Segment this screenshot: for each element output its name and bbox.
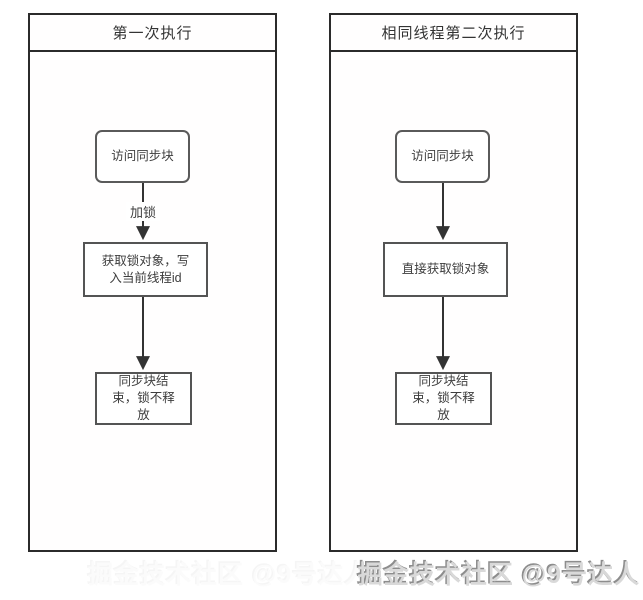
node-directly-get-lock: 直接获取锁对象 xyxy=(383,242,508,297)
node-text-line: 同步块结 xyxy=(118,374,169,388)
watermark-faint: 掘金技术社区 @9号达人 xyxy=(88,561,371,589)
panel-first-execution-title: 第一次执行 xyxy=(30,15,275,52)
node-text: 访问同步块 xyxy=(411,149,474,163)
node-text-line: 束，锁不释 xyxy=(112,391,175,405)
node-text-line: 同步块结 xyxy=(418,374,469,388)
node-get-lock-write-thread-id: 获取锁对象，写 入当前线程id xyxy=(83,242,208,297)
node-text-line: 入当前线程id xyxy=(109,270,182,285)
edge-label-lock: 加锁 xyxy=(125,202,161,221)
node-access-sync-block-second: 访问同步块 xyxy=(395,130,490,183)
node-text-line: 放 xyxy=(437,408,450,422)
node-text-line: 束，锁不释 xyxy=(412,391,475,405)
node-sync-end-lock-kept-second: 同步块结 束，锁不释 放 xyxy=(395,372,492,425)
node-text-line: 放 xyxy=(137,408,150,422)
node-text: 访问同步块 xyxy=(111,149,174,163)
watermark: 掘金技术社区 @9号达人 xyxy=(357,561,640,589)
panel-second-execution-title: 相同线程第二次执行 xyxy=(331,15,576,52)
node-text-line: 获取锁对象，写 xyxy=(101,253,190,268)
node-access-sync-block-first: 访问同步块 xyxy=(95,130,190,183)
node-sync-end-lock-kept-first: 同步块结 束，锁不释 放 xyxy=(95,372,192,425)
node-text: 直接获取锁对象 xyxy=(401,262,490,276)
